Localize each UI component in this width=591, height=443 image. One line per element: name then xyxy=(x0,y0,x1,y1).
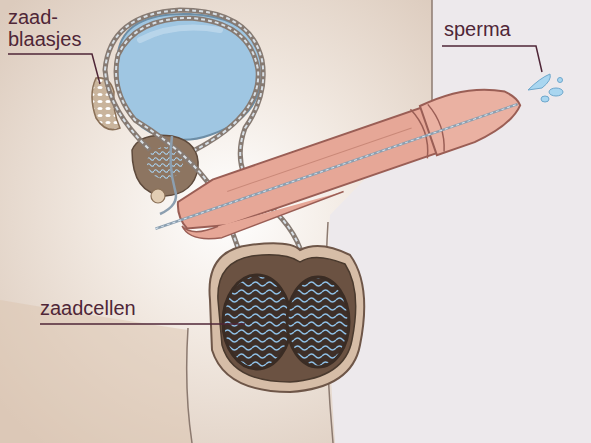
part-label: zaad- blaasjes xyxy=(8,6,92,50)
sperm-drops xyxy=(528,74,563,102)
part-label: zaadcellen xyxy=(40,297,180,319)
testis xyxy=(287,277,349,367)
leg-outline xyxy=(187,328,192,443)
thigh-shade xyxy=(0,300,192,443)
leader-line xyxy=(8,46,542,324)
penis xyxy=(145,74,529,257)
body-outline xyxy=(431,0,433,110)
urethra xyxy=(160,136,176,214)
scrotum xyxy=(210,243,365,392)
gland xyxy=(151,189,165,203)
testis xyxy=(223,275,291,369)
vas-deferens xyxy=(105,10,305,268)
scrotum-inner xyxy=(218,255,356,382)
part-label: sperma xyxy=(444,18,544,40)
